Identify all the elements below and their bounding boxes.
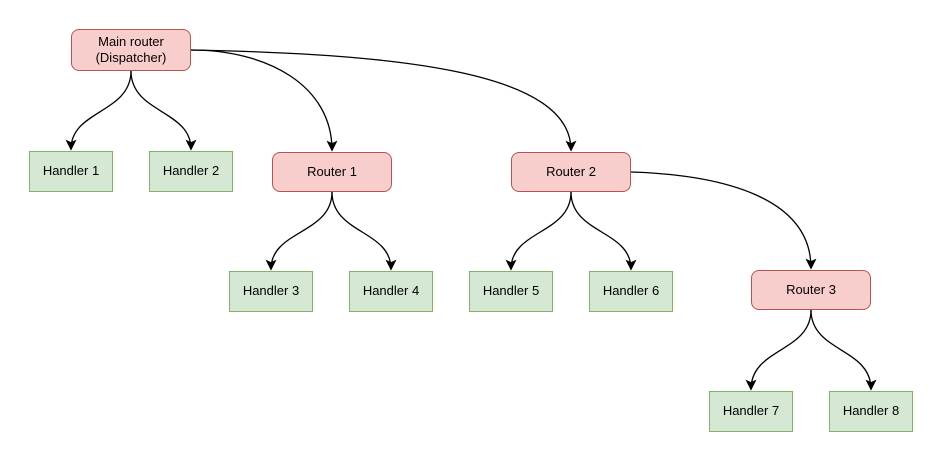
node-handler-4: Handler 4	[349, 271, 433, 312]
node-handler-3: Handler 3	[229, 271, 313, 312]
node-router-1: Router 1	[272, 152, 392, 192]
node-handler-8: Handler 8	[829, 391, 913, 432]
edge-router3-to-handler8	[810, 309, 877, 391]
edge-main-to-handler1	[65, 70, 132, 151]
edge-router2-to-handler5	[505, 191, 572, 271]
edge-main-to-router1	[190, 49, 338, 152]
edge-router2-to-router3	[630, 171, 817, 270]
edge-router3-to-handler7	[745, 309, 812, 391]
node-router-3: Router 3	[751, 270, 871, 310]
node-router-2: Router 2	[511, 152, 631, 192]
node-handler-5: Handler 5	[469, 271, 553, 312]
edge-main-to-handler2	[130, 70, 197, 151]
node-handler-1: Handler 1	[29, 151, 113, 192]
node-handler-2: Handler 2	[149, 151, 233, 192]
edge-router1-to-handler3	[265, 191, 333, 271]
edge-main-to-router2	[190, 49, 577, 152]
edge-router2-to-handler6	[570, 191, 637, 271]
node-handler-7: Handler 7	[709, 391, 793, 432]
edge-router1-to-handler4	[331, 191, 397, 271]
node-handler-6: Handler 6	[589, 271, 673, 312]
node-main-router: Main router (Dispatcher)	[71, 29, 191, 71]
